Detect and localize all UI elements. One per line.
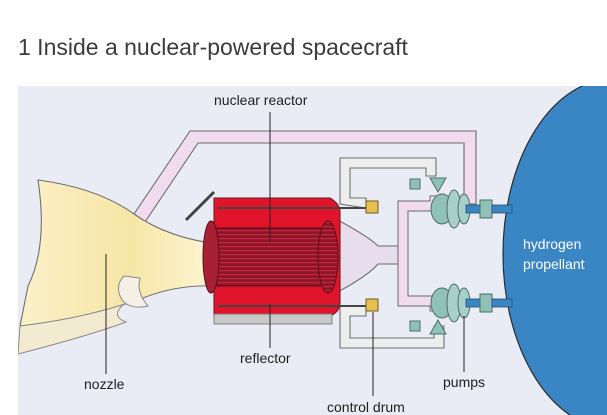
nozzle-shape bbox=[19, 179, 219, 327]
label-nuclear-reactor: nuclear reactor bbox=[214, 92, 308, 108]
mounting-strut bbox=[184, 190, 216, 222]
page-title: 1 Inside a nuclear-powered spacecraft bbox=[18, 34, 408, 60]
spacecraft-diagram: nuclear reactor reflector control drum n… bbox=[18, 86, 607, 415]
label-pumps: pumps bbox=[443, 374, 486, 390]
check-valve-upper bbox=[429, 177, 447, 194]
valve-box-lower bbox=[409, 320, 421, 332]
reactor-core bbox=[208, 227, 329, 287]
control-drum-lower bbox=[365, 298, 379, 312]
distribution-pipes bbox=[397, 195, 439, 312]
reactor-core-face bbox=[317, 220, 339, 294]
pump-lower bbox=[430, 283, 513, 323]
hydrogen-tank bbox=[502, 86, 607, 415]
label-nozzle: nozzle bbox=[84, 376, 125, 392]
label-hydrogen: hydrogen bbox=[523, 236, 582, 252]
label-propellant: propellant bbox=[523, 256, 585, 272]
control-drum-upper bbox=[365, 200, 379, 214]
diagram-graphic bbox=[18, 86, 607, 415]
reactor-connector bbox=[333, 217, 399, 295]
label-reflector: reflector bbox=[240, 350, 291, 366]
valve-box-upper bbox=[409, 178, 421, 190]
nozzle-ring bbox=[118, 275, 149, 308]
reflector-foot bbox=[213, 313, 333, 325]
pump-upper bbox=[430, 189, 513, 229]
nozzle-lower-fold bbox=[18, 297, 144, 355]
lower-coolant-loop bbox=[339, 305, 445, 349]
reactor-core-back bbox=[202, 220, 220, 294]
label-control-drum: control drum bbox=[327, 399, 405, 415]
check-valve-lower bbox=[429, 318, 447, 335]
